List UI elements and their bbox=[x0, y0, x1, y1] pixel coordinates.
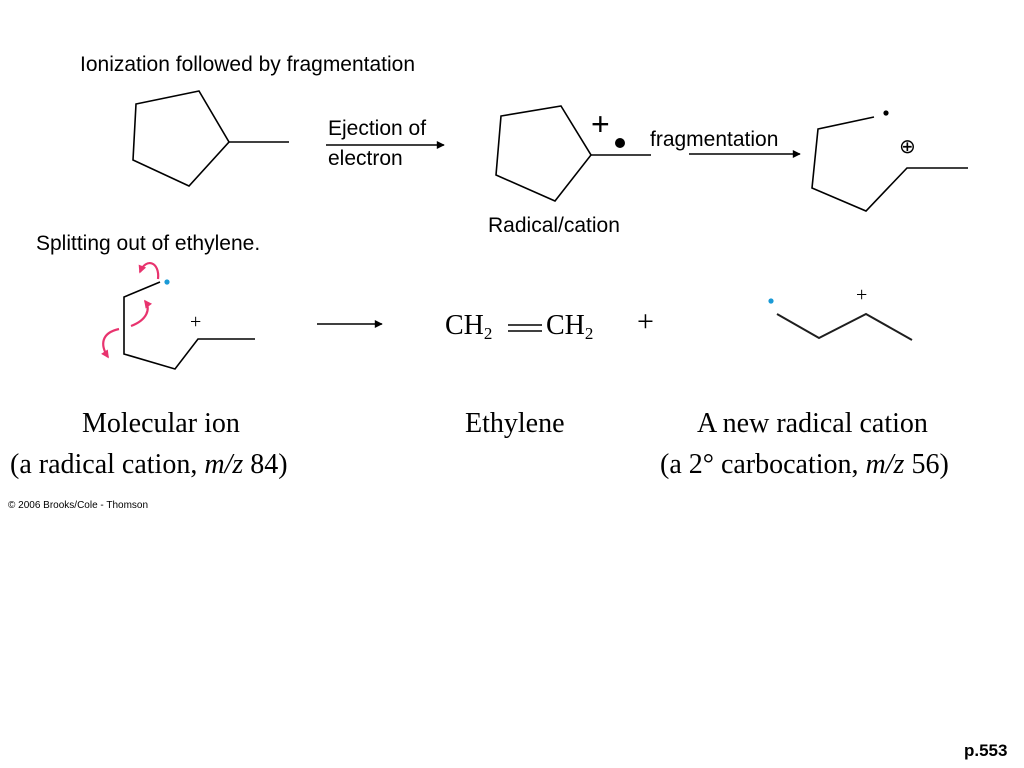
curly-arrow bbox=[138, 262, 160, 280]
oplus-charge: ⊕ bbox=[899, 136, 916, 158]
plus-charge-top: + bbox=[591, 106, 610, 142]
plus-sign-reaction: + bbox=[637, 305, 654, 338]
ionization-heading: Ionization followed by fragmentation bbox=[80, 53, 416, 76]
ethylene-caption: Ethylene bbox=[465, 408, 565, 439]
new-radical-cation-structure bbox=[768, 298, 913, 341]
new-radical-caption: A new radical cation bbox=[697, 408, 928, 439]
molecular-ion-structure bbox=[101, 262, 255, 370]
ejection-label-line1: Ejection of bbox=[328, 117, 427, 140]
radical-dot bbox=[615, 138, 625, 148]
opened-chain-structure bbox=[811, 110, 968, 212]
page-number: p.553 bbox=[964, 741, 1008, 760]
curly-arrow bbox=[101, 327, 120, 359]
radical-cation-structure bbox=[495, 105, 651, 202]
curly-arrow bbox=[130, 299, 153, 328]
splitting-heading: Splitting out of ethylene. bbox=[36, 232, 261, 255]
ejection-label-line2: electron bbox=[328, 147, 403, 170]
molecular-ion-caption: Molecular ion bbox=[82, 408, 240, 439]
ethylene-formula-left: CH2 bbox=[445, 310, 493, 343]
fragmentation-label: fragmentation bbox=[650, 128, 779, 151]
plus-charge-molecular-ion: + bbox=[190, 311, 202, 333]
ethylene-double-bond bbox=[508, 324, 542, 332]
ethylene-formula-right: CH2 bbox=[546, 310, 594, 343]
new-radical-subcaption: (a 2° carbocation, m/z 56) bbox=[660, 449, 949, 480]
plus-charge-new-radical: + bbox=[856, 284, 868, 306]
copyright-notice: © 2006 Brooks/Cole - Thomson bbox=[8, 500, 149, 511]
methylcyclopentane-structure bbox=[132, 90, 289, 187]
radical-dot bbox=[164, 279, 170, 285]
radical-dot bbox=[883, 110, 889, 116]
molecular-ion-subcaption: (a radical cation, m/z 84) bbox=[10, 449, 288, 480]
radical-dot bbox=[768, 298, 774, 304]
radical-cation-label: Radical/cation bbox=[488, 214, 620, 237]
